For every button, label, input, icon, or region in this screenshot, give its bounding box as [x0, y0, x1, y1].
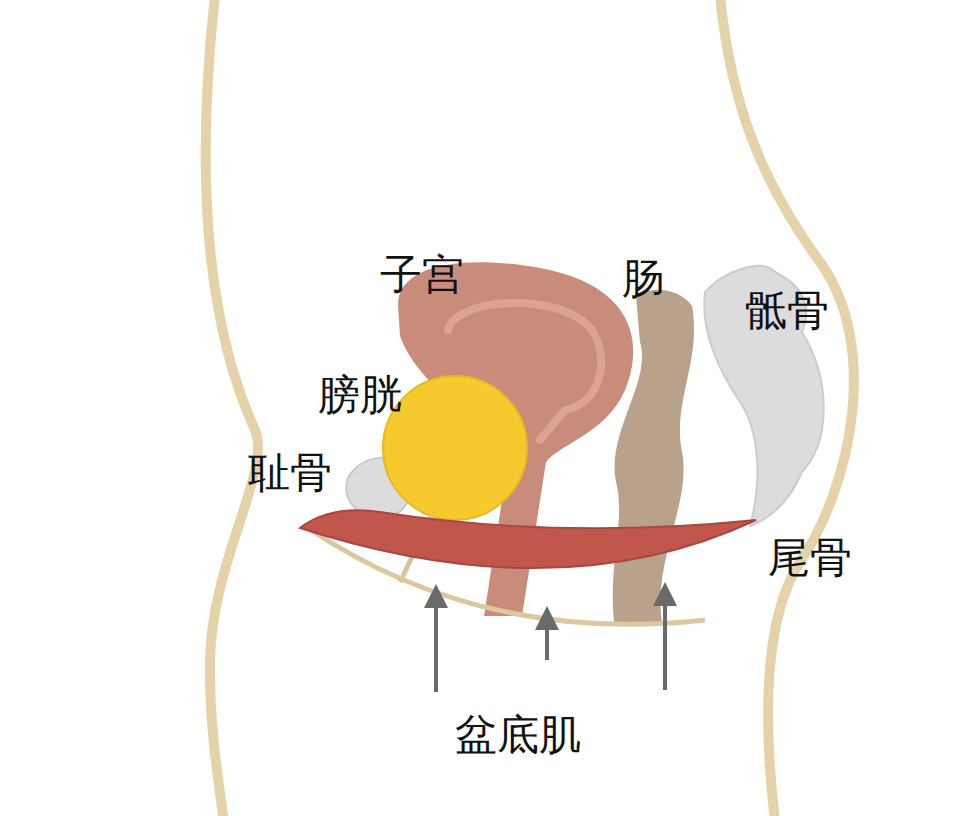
- bladder: [383, 376, 527, 520]
- bone-label: 耻骨: [248, 450, 332, 496]
- organ-label: 肠: [622, 256, 664, 302]
- bone-label: 骶骨: [745, 288, 829, 334]
- support-arrow: [434, 596, 438, 692]
- support-arrow: [545, 618, 549, 660]
- muscle-label: 盆底肌: [455, 712, 581, 758]
- bone-label: 尾骨: [768, 535, 852, 581]
- support-arrow: [663, 594, 667, 690]
- body-front-outline: [206, 0, 258, 816]
- pelvic-floor-muscle: [300, 510, 756, 568]
- organ-label: 膀胱: [318, 372, 402, 418]
- organ-label: 子宫: [380, 252, 464, 298]
